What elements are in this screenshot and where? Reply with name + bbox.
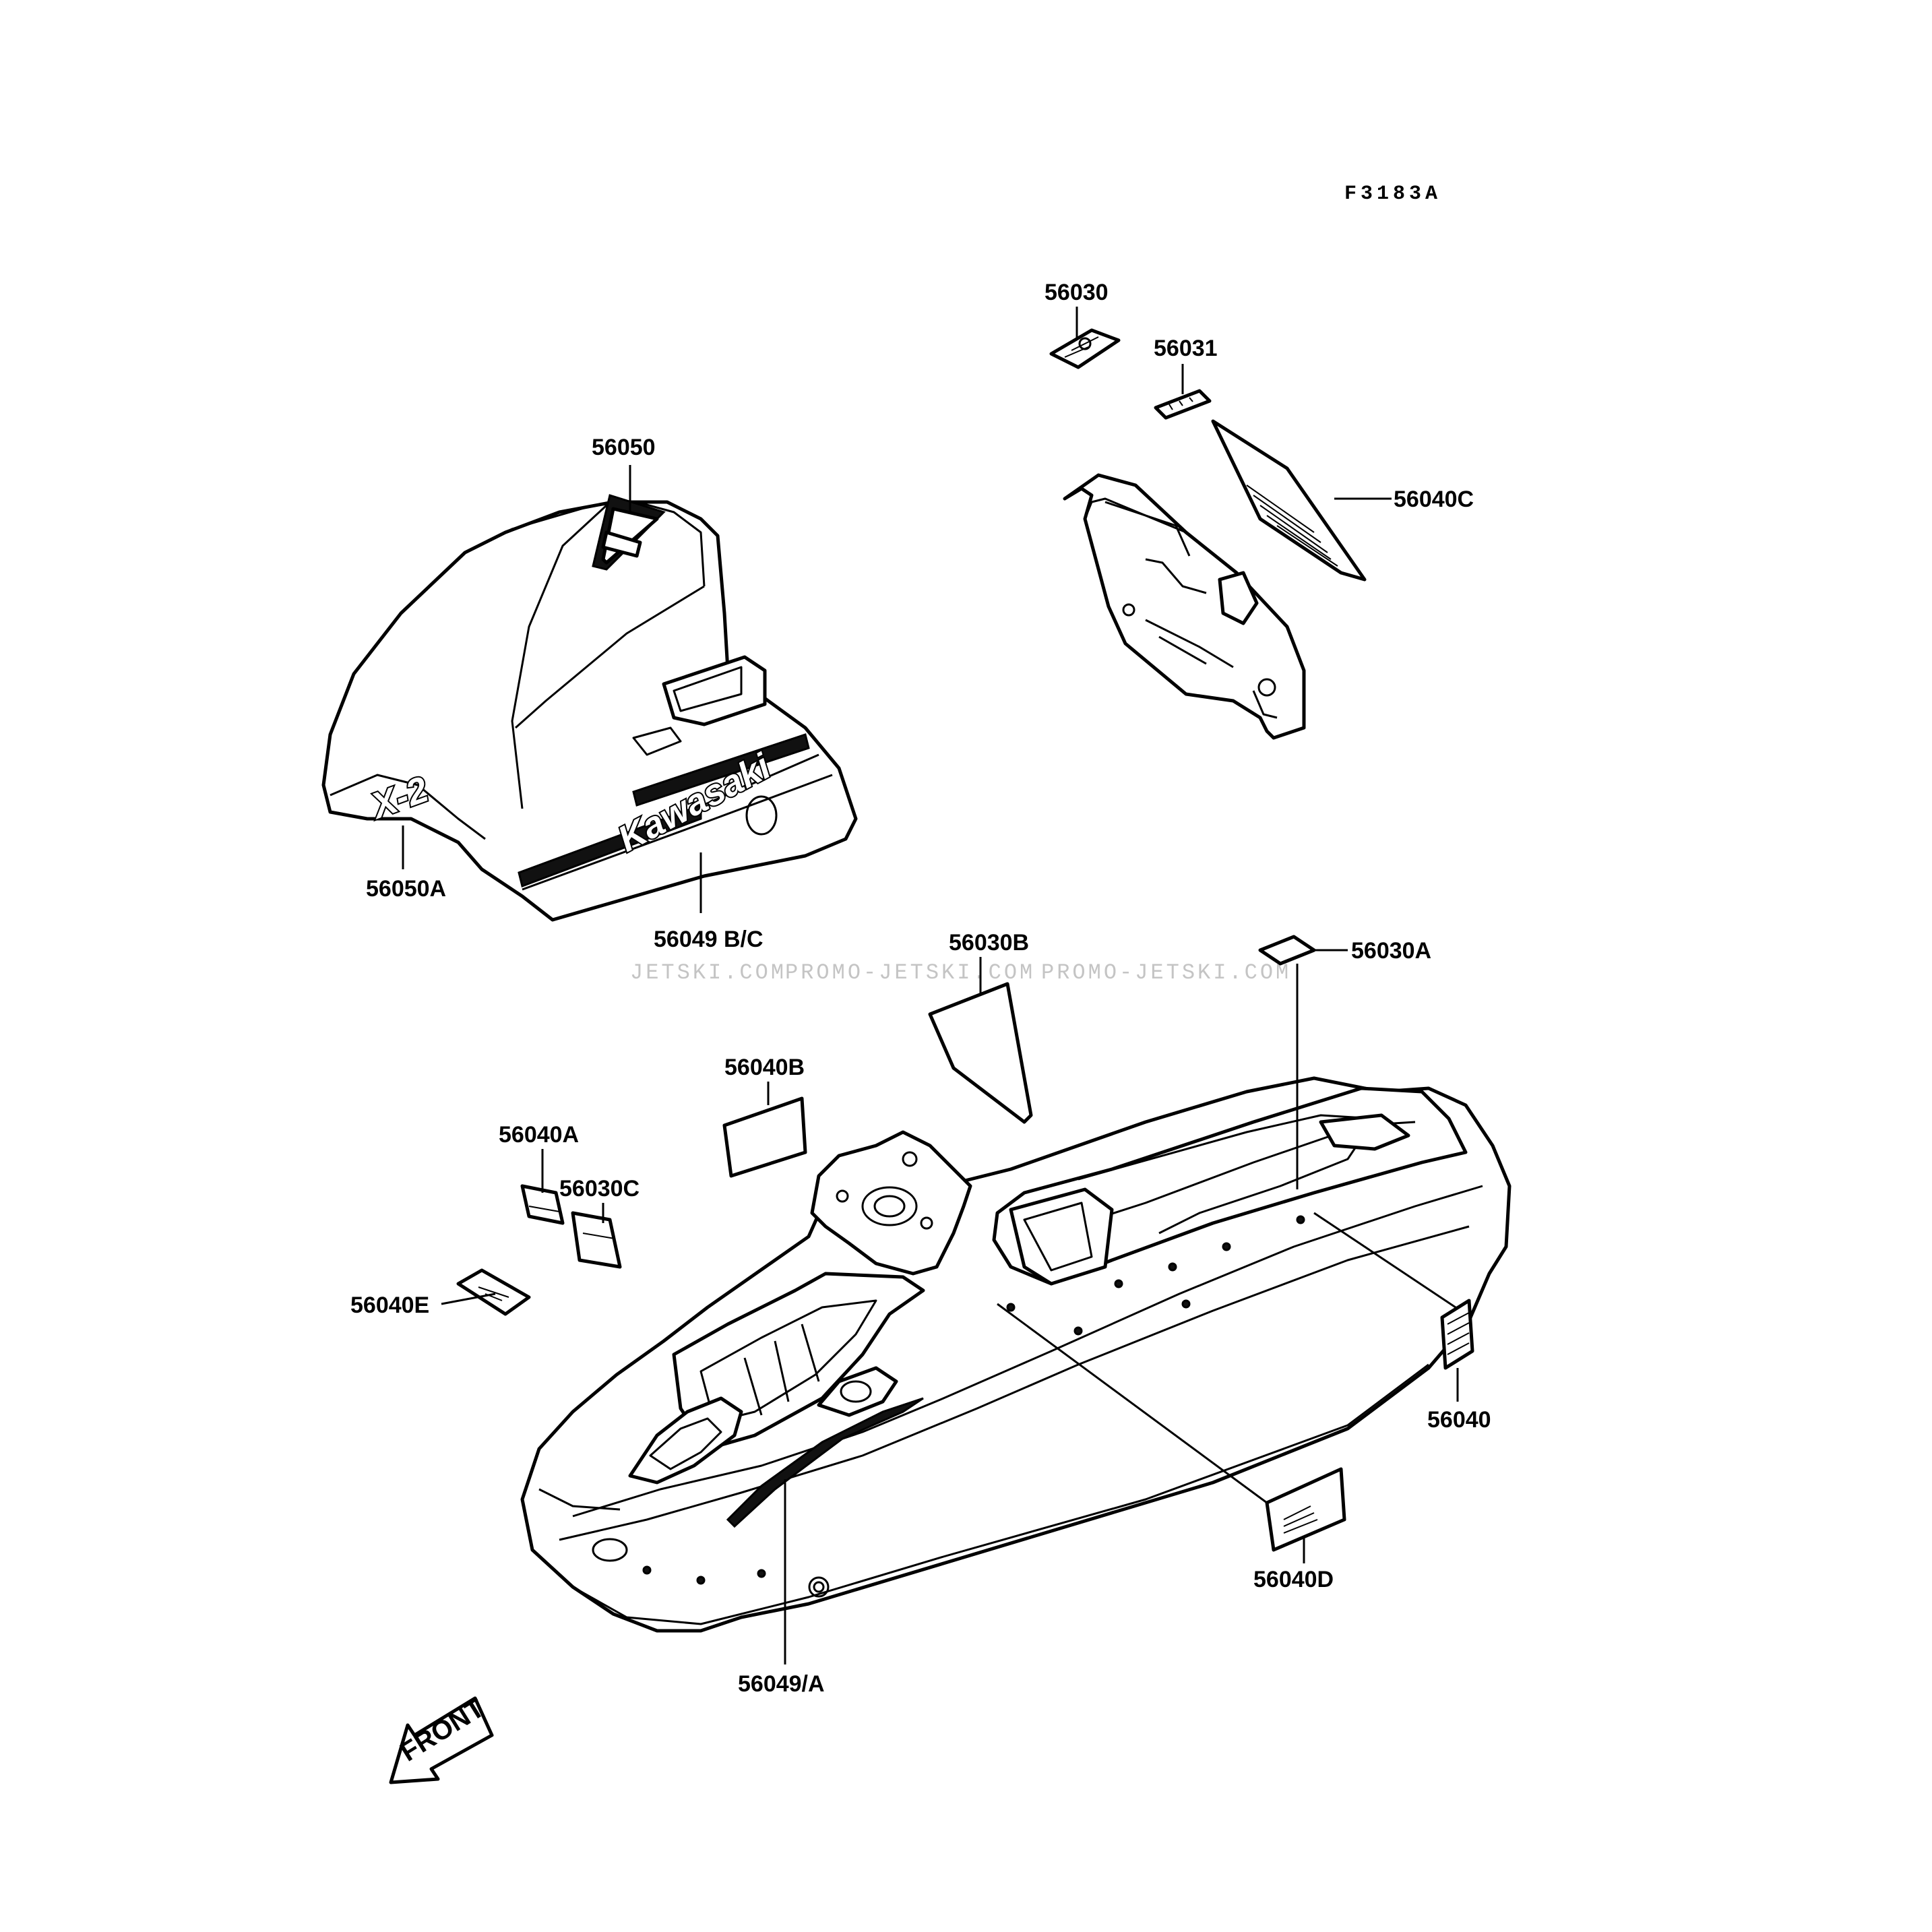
figure-code: F3183A [1344, 183, 1441, 206]
part-label-56050a: 56050A [366, 876, 446, 902]
part-label-56040a: 56040A [499, 1122, 579, 1148]
decal-56030b [928, 982, 1033, 1124]
decal-56030 [1049, 328, 1121, 369]
part-label-56030c: 56030C [559, 1176, 640, 1202]
part-label-56040c: 56040C [1394, 487, 1474, 512]
decal-56040d [1265, 1467, 1346, 1552]
part-label-56049bc: 56049 B/C [654, 927, 764, 952]
part-label-56030b: 56030B [949, 930, 1029, 956]
part-labels: 56030 56031 56040C 56050 56050A 56049 B/… [350, 280, 1491, 1697]
hull-rivets [642, 1215, 1305, 1585]
part-label-56031: 56031 [1154, 336, 1218, 361]
part-label-56049a: 56049/A [738, 1671, 825, 1697]
hull [520, 1076, 1512, 1633]
decal-56040e [456, 1268, 531, 1316]
part-label-56030: 56030 [1045, 280, 1109, 305]
part-label-56040b: 56040B [724, 1055, 805, 1080]
decal-56040a [520, 1184, 565, 1225]
hood-cover: Kawasaki X-2 [321, 494, 858, 922]
watermark-3: PROMO-JETSKI.COM [1041, 960, 1291, 985]
decal-56040c [1211, 419, 1367, 582]
part-label-56030a: 56030A [1351, 938, 1431, 964]
watermark-2: PROMO-JETSKI.COM [785, 960, 1035, 985]
part-label-56050: 56050 [592, 435, 656, 460]
decal-56031 [1154, 389, 1212, 420]
part-label-56040: 56040 [1427, 1407, 1491, 1433]
front-arrow: FRONT [389, 1693, 494, 1784]
part-label-56040d: 56040D [1253, 1567, 1334, 1592]
part-label-56040e: 56040E [350, 1292, 429, 1318]
engine-cover [1063, 473, 1306, 740]
decal-56040b [722, 1096, 807, 1178]
decal-56030c [571, 1211, 622, 1269]
watermark-row: JETSKI.COM PROMO-JETSKI.COM PROMO-JETSKI… [630, 960, 1291, 985]
watermark-1: JETSKI.COM [630, 960, 786, 985]
decal-56030a [1258, 935, 1316, 966]
decal-56040 [1440, 1299, 1474, 1370]
